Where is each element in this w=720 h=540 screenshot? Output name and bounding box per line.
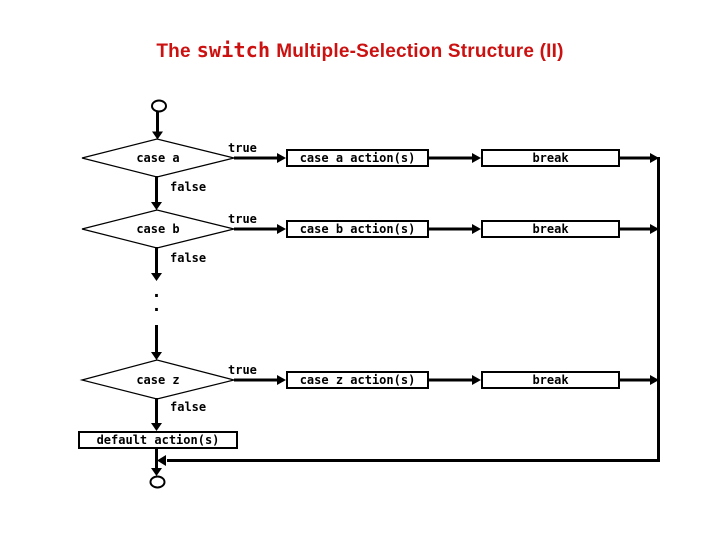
end-terminal-oval bbox=[149, 475, 166, 489]
true-label-case-b: true bbox=[228, 212, 257, 226]
arrowhead-case-b-false bbox=[151, 273, 162, 281]
arrowhead-case-z-break bbox=[472, 375, 481, 385]
case-b-action-box: case b action(s) bbox=[286, 220, 429, 238]
case-a-break-box: break bbox=[481, 149, 620, 167]
arrowhead-case-b-action bbox=[277, 224, 286, 234]
false-label-case-a: false bbox=[170, 180, 207, 194]
default-action-box: default action(s) bbox=[78, 431, 238, 449]
arrowhead-case-a-break bbox=[472, 153, 481, 163]
false-label-case-z: false bbox=[170, 400, 207, 414]
case-z-action-box: case z action(s) bbox=[286, 371, 429, 389]
true-label-case-a: true bbox=[228, 141, 257, 155]
title-prefix: The bbox=[156, 41, 191, 62]
arrowhead-into-end bbox=[151, 468, 162, 476]
arrowhead-return bbox=[157, 455, 166, 466]
arrowhead-case-a-rail bbox=[650, 153, 659, 163]
decision-case-b-label: case b bbox=[136, 222, 180, 236]
arrowhead-case-b-break bbox=[472, 224, 481, 234]
case-z-break-box: break bbox=[481, 371, 620, 389]
continuation-dot: . bbox=[151, 282, 162, 302]
decision-case-z-label: case z bbox=[136, 373, 180, 387]
arrowhead-into-case-z bbox=[151, 352, 162, 360]
arrowhead-case-z-rail bbox=[650, 375, 659, 385]
arrowhead-case-b-rail bbox=[650, 224, 659, 234]
start-terminal-oval bbox=[151, 99, 167, 113]
true-label-case-z: true bbox=[228, 363, 257, 377]
continuation-dot: . bbox=[151, 296, 162, 316]
case-b-break-box: break bbox=[481, 220, 620, 238]
case-a-action-box: case a action(s) bbox=[286, 149, 429, 167]
decision-case-a-label: case a bbox=[136, 151, 180, 165]
title-suffix: Multiple-Selection Structure (II) bbox=[276, 41, 564, 62]
arrowhead-into-case-a bbox=[152, 131, 163, 140]
title-keyword: switch bbox=[196, 38, 271, 62]
arrowhead-case-z-action bbox=[277, 375, 286, 385]
arrowhead-case-a-action bbox=[277, 153, 286, 163]
arrowhead-into-case-b bbox=[151, 202, 162, 210]
arrowhead-into-default bbox=[151, 423, 162, 431]
false-label-case-b: false bbox=[170, 251, 207, 265]
